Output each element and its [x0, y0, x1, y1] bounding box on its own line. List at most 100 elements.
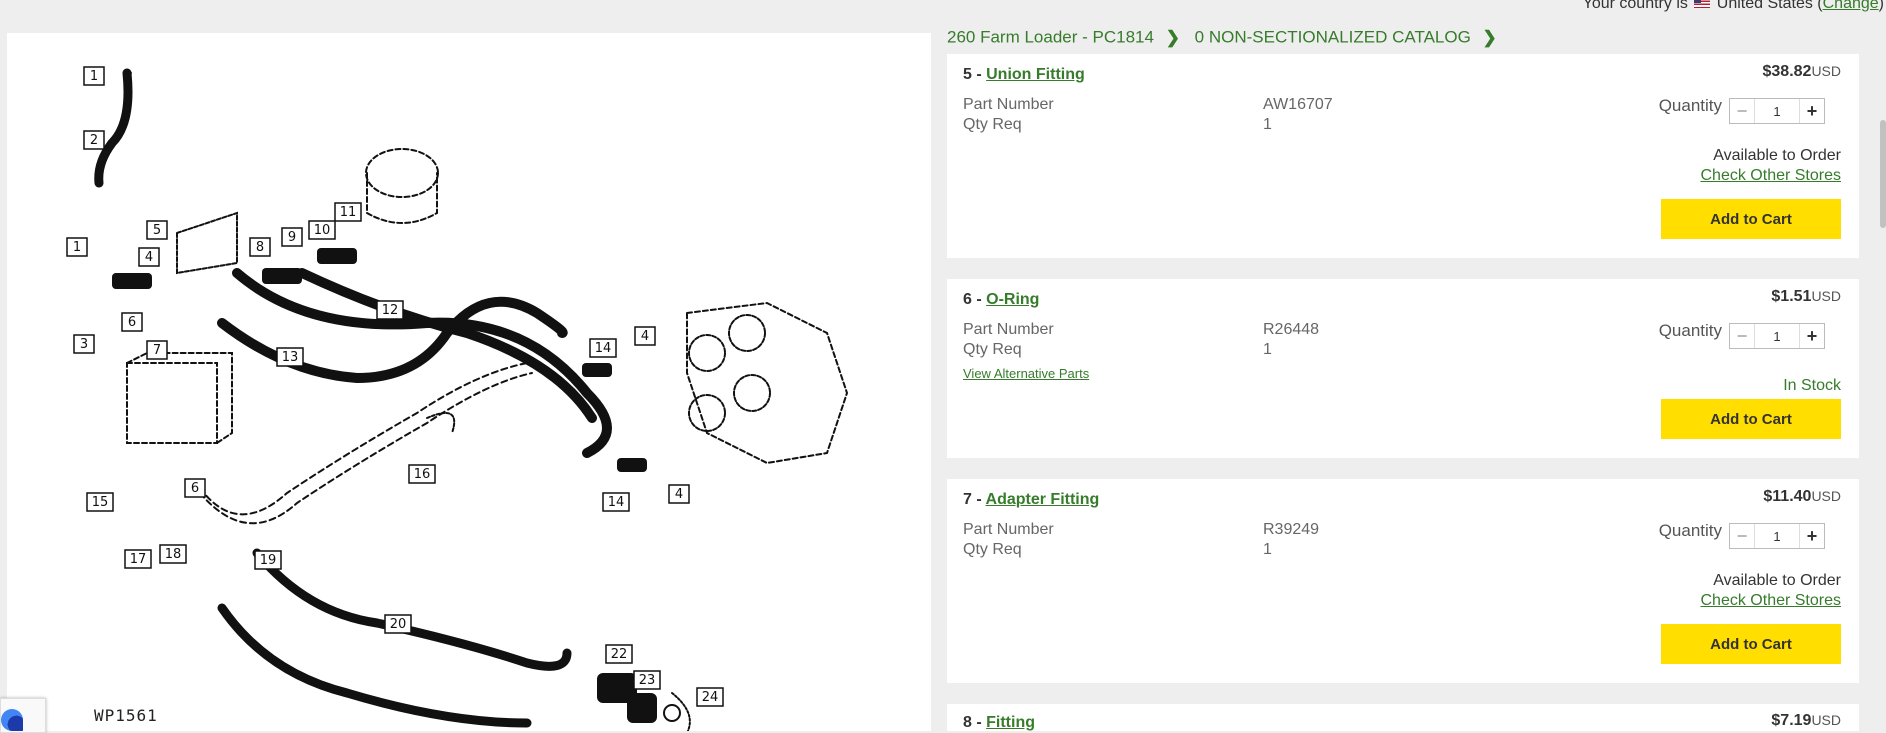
callout-14b: 14 — [608, 495, 625, 510]
quantity-label: Quantity — [1658, 96, 1722, 115]
callout-11: 11 — [340, 205, 357, 220]
plus-icon[interactable]: + — [1799, 524, 1824, 548]
breadcrumb-catalog-link[interactable]: 0 NON-SECTIONALIZED CATALOG — [1194, 27, 1471, 47]
callout-22: 22 — [611, 647, 628, 662]
quantity-label: Quantity — [1658, 321, 1722, 340]
part-number-label: Part Number — [963, 521, 1054, 538]
callout-18: 18 — [165, 547, 182, 562]
part-number-label: Part Number — [963, 96, 1054, 113]
callout-4: 4 — [145, 250, 153, 265]
callout-4c: 4 — [675, 487, 683, 502]
part-title: 8 - Fitting — [963, 714, 1035, 732]
plus-icon[interactable]: + — [1799, 99, 1824, 123]
quantity-input[interactable]: 1 — [1773, 103, 1781, 119]
part-number-label: Part Number — [963, 321, 1054, 338]
qty-req-label: Qty Req — [963, 341, 1022, 358]
callout-14: 14 — [595, 341, 612, 356]
part-title: 5 - Union Fitting — [963, 66, 1085, 84]
add-to-cart-button[interactable]: Add to Cart — [1661, 399, 1841, 439]
part-card-fitting: 8 - Fitting $7.19USD — [947, 704, 1859, 731]
country-prefix: Your country is — [1582, 0, 1688, 12]
part-index: 7 - — [963, 491, 986, 508]
add-to-cart-button[interactable]: Add to Cart — [1661, 199, 1841, 239]
callout-19: 19 — [260, 553, 277, 568]
us-flag-icon — [1694, 0, 1711, 8]
recaptcha-icon — [1, 709, 23, 731]
availability-status: In Stock — [1783, 377, 1841, 394]
part-card-o-ring: 6 - O-Ring $1.51USD Part Number R26448 Q… — [947, 279, 1859, 458]
part-number-value: R39249 — [1263, 521, 1320, 538]
quantity-label: Quantity — [1658, 521, 1722, 540]
part-price: $1.51USD — [1771, 288, 1841, 305]
callout-23: 23 — [639, 673, 656, 688]
check-other-stores-link[interactable]: Check Other Stores — [1700, 167, 1842, 184]
callout-10: 10 — [314, 223, 331, 238]
callout-8: 8 — [256, 240, 264, 255]
chevron-right-icon: ❯ — [1165, 27, 1180, 47]
callout-1: 1 — [90, 69, 98, 84]
view-alternative-parts-link[interactable]: View Alternative Parts — [963, 366, 1090, 381]
callout-17: 17 — [130, 552, 147, 567]
part-number-value: AW16707 — [1263, 96, 1333, 113]
part-name-link[interactable]: Union Fitting — [986, 66, 1085, 83]
part-card-adapter-fitting: 7 - Adapter Fitting $11.40USD Part Numbe… — [947, 479, 1859, 683]
part-name-link[interactable]: O-Ring — [986, 291, 1040, 308]
part-number-value: R26448 — [1263, 321, 1320, 338]
part-name-link[interactable]: Fitting — [986, 714, 1035, 731]
callout-3: 3 — [80, 337, 88, 352]
qty-req-value: 1 — [1263, 541, 1272, 558]
availability-status: Available to Order — [1713, 572, 1841, 589]
callout-15: 15 — [92, 495, 109, 510]
part-price: $38.82USD — [1762, 63, 1842, 80]
part-index: 6 - — [963, 291, 987, 308]
part-name-link[interactable]: Adapter Fitting — [985, 491, 1100, 508]
callout-9: 9 — [288, 230, 296, 245]
part-title: 7 - Adapter Fitting — [963, 491, 1099, 509]
part-title: 6 - O-Ring — [963, 291, 1039, 309]
scrollbar-thumb[interactable] — [1880, 120, 1886, 228]
breadcrumb: 260 Farm Loader - PC1814 ❯ 0 NON-SECTION… — [947, 27, 1507, 48]
qty-req-label: Qty Req — [963, 541, 1022, 558]
part-price: $7.19USD — [1771, 712, 1841, 729]
minus-icon[interactable]: − — [1730, 99, 1755, 123]
part-index: 8 - — [963, 714, 987, 731]
availability-status: Available to Order — [1713, 147, 1841, 164]
part-index: 5 - — [963, 66, 987, 83]
recaptcha-badge[interactable] — [0, 698, 46, 733]
chevron-right-icon: ❯ — [1482, 27, 1497, 47]
country-name: United States — [1716, 0, 1813, 12]
callout-7: 7 — [153, 343, 161, 358]
parts-diagram-illustration: 1 2 1 5 4 3 6 7 8 9 10 11 12 13 14 4 14 … — [66, 66, 849, 731]
qty-req-label: Qty Req — [963, 116, 1022, 133]
quantity-stepper: − 1 + — [1729, 98, 1825, 124]
callout-6: 6 — [128, 315, 136, 330]
add-to-cart-button[interactable]: Add to Cart — [1661, 624, 1841, 664]
quantity-stepper: − 1 + — [1729, 523, 1825, 549]
change-country-link[interactable]: Change — [1822, 0, 1879, 12]
part-card-union-fitting: 5 - Union Fitting $38.82USD Part Number … — [947, 54, 1859, 258]
callout-12: 12 — [382, 303, 399, 318]
callout-2: 2 — [90, 133, 98, 148]
quantity-input[interactable]: 1 — [1773, 528, 1781, 544]
callout-20: 20 — [390, 617, 407, 632]
check-other-stores-link[interactable]: Check Other Stores — [1700, 592, 1842, 609]
callout-13: 13 — [282, 350, 299, 365]
callout-1b: 1 — [73, 240, 81, 255]
country-selector: Your country is United States (Change) — [1583, 0, 1884, 13]
diagram-code: WP1561 — [94, 706, 158, 725]
minus-icon[interactable]: − — [1730, 324, 1755, 348]
minus-icon[interactable]: − — [1730, 524, 1755, 548]
qty-req-value: 1 — [1263, 116, 1272, 133]
callout-4b: 4 — [641, 329, 649, 344]
qty-req-value: 1 — [1263, 341, 1272, 358]
callout-6b: 6 — [191, 481, 199, 496]
callout-5: 5 — [153, 223, 161, 238]
parts-diagram[interactable]: 1 2 1 5 4 3 6 7 8 9 10 11 12 13 14 4 14 … — [7, 33, 931, 731]
plus-icon[interactable]: + — [1799, 324, 1824, 348]
breadcrumb-model-link[interactable]: 260 Farm Loader - PC1814 — [947, 27, 1154, 47]
part-price: $11.40USD — [1763, 488, 1841, 505]
callout-16: 16 — [414, 467, 431, 482]
callout-24: 24 — [702, 690, 719, 705]
quantity-stepper: − 1 + — [1729, 323, 1825, 349]
quantity-input[interactable]: 1 — [1773, 328, 1781, 344]
